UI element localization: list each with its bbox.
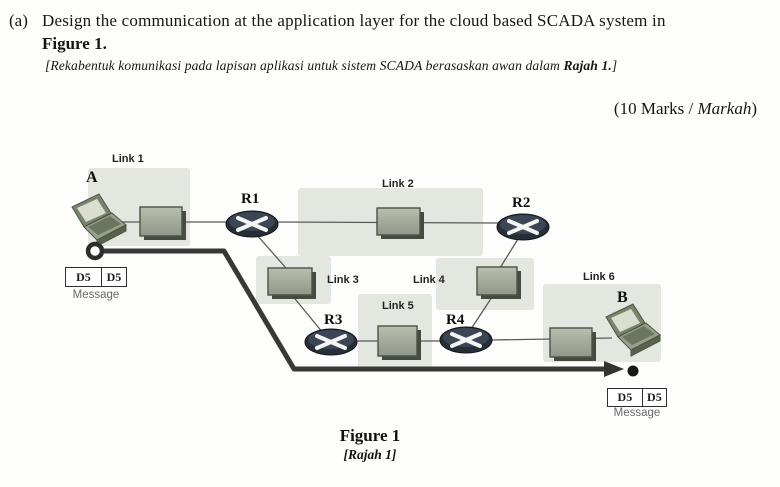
- laptop-a-icon: [71, 193, 127, 247]
- link-2-label: Link 2: [382, 178, 414, 190]
- link-5-label: Link 5: [382, 300, 414, 312]
- dest-packet-caption: Message: [613, 407, 661, 419]
- dest-packet-cell-2: D5: [647, 390, 662, 404]
- question-block: (a) Design the communication at the appl…: [9, 11, 775, 74]
- rajah-ref: Rajah 1.: [563, 58, 612, 73]
- routers: [225, 210, 550, 356]
- question-text-en: Design the communication at the applicat…: [42, 11, 666, 30]
- link-boxes: [139, 206, 596, 361]
- dest-packet-cell-1: D5: [608, 389, 643, 406]
- router-r4-label: R4: [446, 312, 465, 328]
- link-box-2: [376, 207, 424, 239]
- figure-title: Figure 1: [339, 426, 401, 445]
- source-packet: D5 D5: [65, 267, 127, 287]
- link-box-4: [476, 266, 521, 299]
- link-3-label: Link 3: [327, 274, 359, 286]
- host-a-label: A: [86, 169, 98, 186]
- link-box-6: [549, 327, 596, 361]
- question-figure-ref: Figure 1.: [42, 34, 107, 53]
- router-r3-label: R3: [324, 312, 343, 328]
- router-r4-icon: [439, 326, 493, 354]
- question-text-ms: [Rekabentuk komunikasi pada lapisan apli…: [45, 58, 618, 73]
- message-path-arrowhead: [604, 361, 624, 377]
- link-6-label: Link 6: [583, 271, 615, 283]
- link-box-5: [377, 325, 421, 360]
- router-r3-icon: [304, 328, 358, 356]
- figure-subtitle: [Rajah 1]: [343, 447, 397, 462]
- link-4-label: Link 4: [413, 274, 445, 286]
- link-1-label: Link 1: [112, 153, 144, 165]
- link-box-1: [139, 206, 186, 240]
- link-box-3: [267, 267, 316, 299]
- laptop-b-icon: [605, 303, 661, 357]
- message-path-start-circle: [85, 241, 105, 261]
- source-packet-cell-2: D5: [106, 269, 122, 284]
- figure-caption: Figure 1 [Rajah 1]: [240, 426, 500, 463]
- host-b-label: B: [617, 289, 628, 306]
- marks-line: (10 Marks / Markah): [613, 99, 757, 118]
- router-r2-label: R2: [512, 195, 531, 211]
- router-r1-label: R1: [241, 191, 260, 207]
- source-packet-caption: Message: [72, 289, 120, 301]
- message-path-end-dot: [627, 365, 639, 377]
- message-path: [85, 241, 639, 377]
- router-r2-icon: [496, 213, 550, 241]
- dest-packet: D5 D5: [607, 388, 667, 407]
- source-packet-cell-1: D5: [66, 268, 102, 286]
- question-part-label: (a): [9, 11, 28, 30]
- router-r1-icon: [225, 210, 279, 238]
